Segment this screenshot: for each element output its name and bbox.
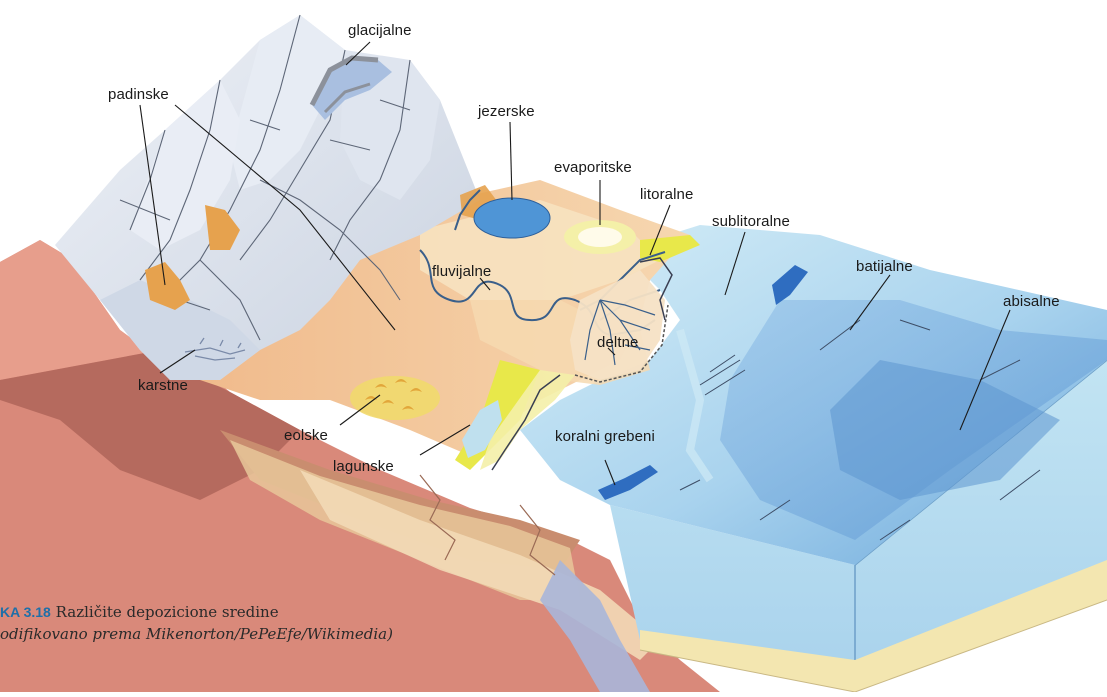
figure-number: KA 3.18 [0, 604, 51, 620]
label-padinske: padinske [108, 86, 169, 103]
label-koralni-grebeni: koralni grebeni [555, 428, 655, 445]
label-batijalne: batijalne [856, 258, 913, 275]
label-lagunske: lagunske [333, 458, 394, 475]
label-jezerske: jezerske [478, 103, 535, 120]
label-evaporitske: evaporitske [554, 159, 632, 176]
label-deltne: deltne [597, 334, 638, 351]
label-sublitoralne: sublitoralne [712, 213, 790, 230]
label-glacijalne: glacijalne [348, 22, 412, 39]
label-karstne: karstne [138, 377, 188, 394]
figure-caption: KA 3.18 Različite depozicione sredine [0, 603, 279, 621]
label-eolske: eolske [284, 427, 328, 444]
figure-source: odifikovano prema Mikenorton/PePeEfe/Wik… [0, 625, 393, 643]
label-abisalne: abisalne [1003, 293, 1060, 310]
lake [474, 198, 550, 238]
evaporite-basin [564, 220, 636, 254]
figure-title: Različite depozicione sredine [51, 603, 279, 621]
label-fluvijalne: fluvijalne [432, 263, 491, 280]
label-litoralne: litoralne [640, 186, 693, 203]
eolian-dunes [350, 376, 440, 420]
